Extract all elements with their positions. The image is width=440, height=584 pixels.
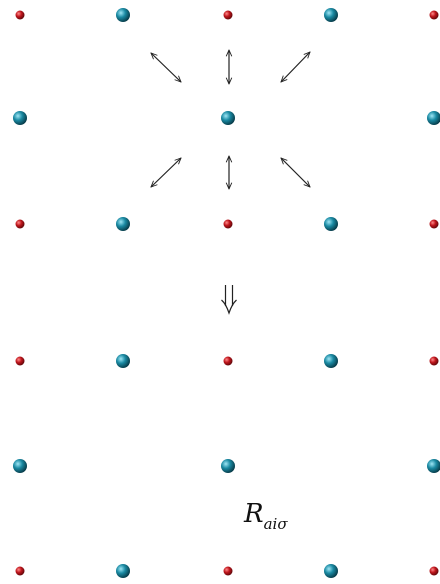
transition-double-arrow-icon xyxy=(221,285,237,315)
atom-small-red xyxy=(15,566,25,576)
displacement-arrow-lower-right xyxy=(281,158,310,187)
atom-large-teal xyxy=(427,111,440,125)
atom-large-teal xyxy=(116,8,130,22)
atom-large-teal xyxy=(116,564,130,578)
atom-large-teal xyxy=(221,459,235,473)
atom-small-red xyxy=(429,219,439,229)
atom-large-teal xyxy=(324,8,338,22)
atom-large-teal xyxy=(427,459,440,473)
atom-large-teal xyxy=(13,111,27,125)
atom-large-teal xyxy=(116,217,130,231)
distortion-label: Raiσ xyxy=(243,499,288,533)
atom-small-red xyxy=(223,566,233,576)
displacement-arrow-upper-left xyxy=(151,53,181,82)
atom-small-red xyxy=(429,566,439,576)
atom-large-teal xyxy=(324,354,338,368)
atom-large-teal xyxy=(116,354,130,368)
atom-small-red xyxy=(15,356,25,366)
atom-small-red xyxy=(15,10,25,20)
atom-small-red xyxy=(429,10,439,20)
displacement-arrow-lower-left xyxy=(151,158,181,187)
atom-large-teal xyxy=(324,564,338,578)
atom-large-teal xyxy=(13,459,27,473)
atom-small-red xyxy=(223,219,233,229)
atom-large-teal xyxy=(324,217,338,231)
displacement-arrow-upper-right xyxy=(281,52,310,82)
distortion-label-subscript: aiσ xyxy=(264,515,289,533)
atom-small-red xyxy=(223,356,233,366)
atoms-layer xyxy=(13,8,440,578)
distortion-label-base: R xyxy=(243,499,264,529)
displacement-arrows xyxy=(151,50,310,189)
atom-small-red xyxy=(429,356,439,366)
atom-small-red xyxy=(223,10,233,20)
atom-large-teal xyxy=(221,111,235,125)
atom-small-red xyxy=(15,219,25,229)
